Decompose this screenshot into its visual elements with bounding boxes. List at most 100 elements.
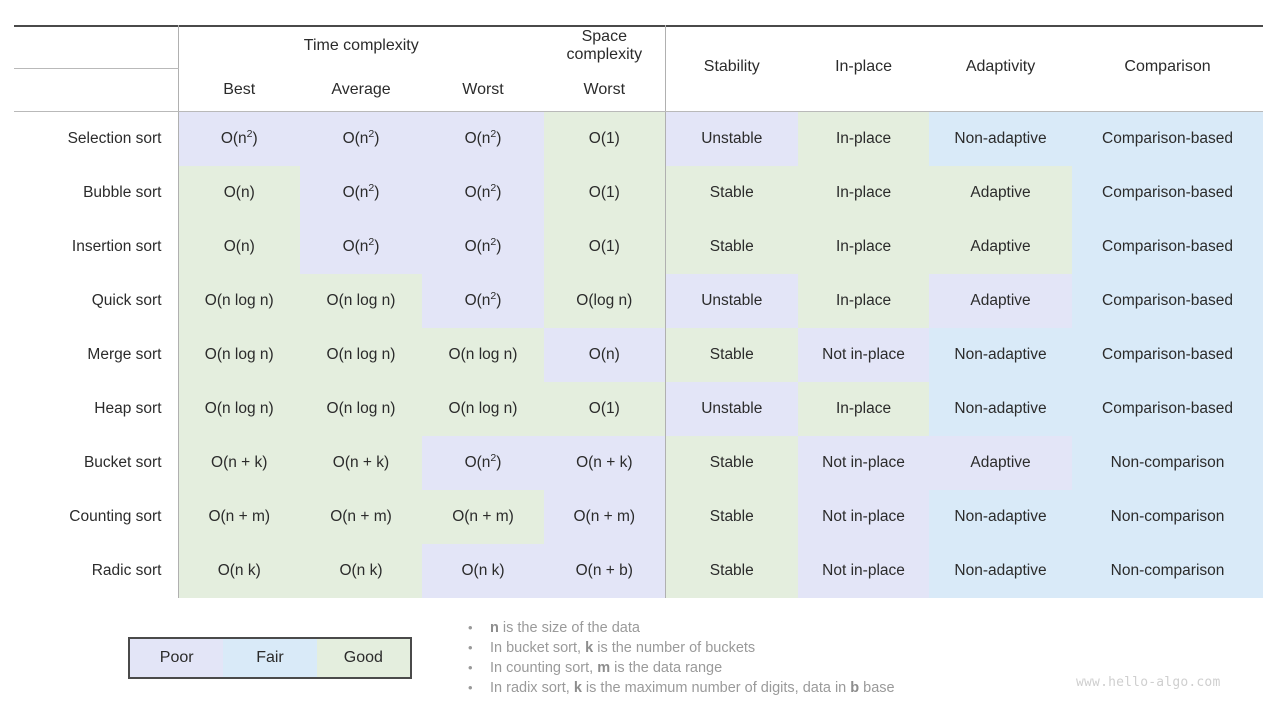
cell-time-best: O(n log n) [177, 382, 300, 436]
bullet-icon: • [468, 640, 473, 655]
cell-in-place: Not in-place [798, 490, 930, 544]
cell-time-average: O(n2) [300, 220, 422, 274]
cell-time-average: O(n + k) [300, 436, 422, 490]
cell-in-place: In-place [798, 382, 930, 436]
header-time-best: Best [177, 68, 300, 112]
cell-stability: Unstable [664, 111, 799, 166]
footnote-text: In counting sort, m is the data range [490, 660, 723, 676]
footnotes-list: • n is the size of the data • In bucket sor… [468, 618, 1068, 698]
cell-time-average: O(n2) [300, 166, 422, 220]
cell-time-worst: O(n2) [422, 111, 545, 166]
cell-comparison: Comparison-based [1072, 328, 1264, 382]
cell-time-average: O(n + m) [300, 490, 422, 544]
cell-time-worst: O(n log n) [422, 328, 545, 382]
cell-time-best: O(n + m) [177, 490, 300, 544]
cell-time-best: O(n log n) [177, 274, 300, 328]
header-comparison: Comparison [1072, 25, 1264, 112]
cell-in-place: In-place [798, 166, 930, 220]
cell-stability: Unstable [664, 274, 799, 328]
cell-adaptivity: Non-adaptive [929, 111, 1073, 166]
footnote-item: • In counting sort, m is the data range [468, 658, 1068, 678]
cell-time-worst: O(n2) [422, 220, 545, 274]
cell-stability: Stable [664, 490, 799, 544]
cell-stability: Stable [664, 436, 799, 490]
cell-time-worst: O(n2) [422, 274, 545, 328]
cell-stability: Stable [664, 220, 799, 274]
cell-time-best: O(n + k) [177, 436, 300, 490]
footnote-text: In radix sort, k is the maximum number o… [490, 680, 895, 696]
cell-time-worst: O(n k) [422, 544, 545, 598]
footnote-item: • In radix sort, k is the maximum number … [468, 678, 1068, 698]
bullet-icon: • [468, 660, 473, 675]
cell-adaptivity: Adaptive [929, 220, 1073, 274]
cell-time-average: O(n k) [300, 544, 422, 598]
table-header: Time complexity Space complexity Stabili… [14, 25, 1264, 112]
cell-space-worst: O(1) [544, 111, 666, 166]
table-top-rule [14, 25, 1263, 27]
cell-stability: Stable [664, 166, 799, 220]
legend-item-good: Good [316, 639, 410, 677]
footnote-item: • n is the size of the data [468, 618, 1068, 638]
cell-in-place: In-place [798, 220, 930, 274]
cell-comparison: Comparison-based [1072, 166, 1264, 220]
cell-comparison: Comparison-based [1072, 220, 1264, 274]
cell-space-worst: O(n + b) [544, 544, 666, 598]
cell-comparison: Non-comparison [1072, 436, 1264, 490]
comparison-table-wrapper: Time complexity Space complexity Stabili… [14, 25, 1264, 598]
site-watermark: www.hello-algo.com [1076, 675, 1221, 690]
legend-item-poor: Poor [130, 639, 224, 677]
header-stability: Stability [664, 25, 799, 112]
cell-time-worst: O(n2) [422, 436, 545, 490]
cell-comparison: Non-comparison [1072, 544, 1264, 598]
bullet-icon: • [468, 680, 473, 695]
cell-space-worst: O(1) [544, 220, 666, 274]
cell-algorithm-name: Heap sort [14, 382, 178, 436]
footnote-text: n is the size of the data [490, 620, 640, 636]
cell-adaptivity: Non-adaptive [929, 544, 1073, 598]
cell-algorithm-name: Merge sort [14, 328, 178, 382]
cell-time-best: O(n) [177, 220, 300, 274]
cell-time-average: O(n2) [300, 111, 422, 166]
cell-adaptivity: Non-adaptive [929, 328, 1073, 382]
cell-time-best: O(n k) [177, 544, 300, 598]
cell-space-worst: O(n) [544, 328, 666, 382]
cell-in-place: In-place [798, 274, 930, 328]
header-group-row: Time complexity Space complexity Stabili… [14, 25, 1264, 112]
cell-stability: Stable [664, 328, 799, 382]
cell-in-place: In-place [798, 111, 930, 166]
cell-comparison: Comparison-based [1072, 382, 1264, 436]
cell-in-place: Not in-place [798, 436, 930, 490]
cell-algorithm-name: Quick sort [14, 274, 178, 328]
cell-adaptivity: Adaptive [929, 436, 1073, 490]
cell-space-worst: O(1) [544, 382, 666, 436]
cell-algorithm-name: Bucket sort [14, 436, 178, 490]
cell-in-place: Not in-place [798, 328, 930, 382]
cell-space-worst: O(1) [544, 166, 666, 220]
cell-time-average: O(n log n) [300, 274, 422, 328]
cell-time-average: O(n log n) [300, 382, 422, 436]
cell-algorithm-name: Selection sort [14, 111, 178, 166]
header-sub-blank [14, 68, 178, 112]
header-sub-row: Best Average Worst Worst [14, 68, 1263, 112]
comparison-table: Time complexity Space complexity Stabili… [14, 25, 1264, 598]
cell-adaptivity: Adaptive [929, 166, 1073, 220]
footnote-text: In bucket sort, k is the number of bucke… [490, 640, 756, 656]
bullet-icon: • [468, 620, 473, 635]
header-space-complexity: Space complexity [566, 27, 643, 63]
cell-space-worst: O(n + m) [544, 490, 666, 544]
cell-time-best: O(n log n) [177, 328, 300, 382]
cell-time-average: O(n log n) [300, 328, 422, 382]
cell-time-worst: O(n log n) [422, 382, 545, 436]
header-corner-blank [14, 25, 178, 69]
